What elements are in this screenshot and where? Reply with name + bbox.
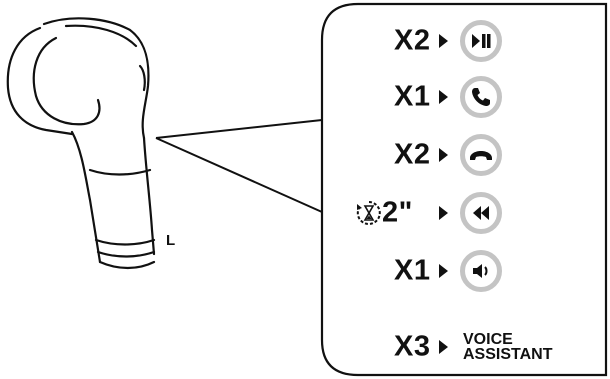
tap-count: X1 xyxy=(394,254,431,287)
arrow-icon xyxy=(439,264,448,278)
arrow-icon xyxy=(439,34,448,48)
control-row-end-call: X2 xyxy=(320,130,605,180)
earbud-side-label: L xyxy=(166,232,176,249)
tap-count: X2 xyxy=(394,138,431,171)
control-row-voice-assistant: X3 VOICE ASSISTANT xyxy=(320,322,605,372)
tap-count: X1 xyxy=(394,80,431,113)
tap-count: X3 xyxy=(394,330,431,363)
arrow-icon xyxy=(439,206,448,220)
rewind-icon xyxy=(460,192,502,234)
play-pause-icon xyxy=(460,20,502,62)
phone-hangup-icon xyxy=(460,134,502,176)
hold-timer-icon xyxy=(356,201,381,225)
voice-assistant-label: VOICE ASSISTANT xyxy=(463,331,553,363)
callout-frame xyxy=(320,2,608,377)
volume-icon xyxy=(460,250,502,292)
control-row-answer-call: X1 xyxy=(320,72,605,122)
control-row-rewind: 2" xyxy=(320,188,605,238)
earbud-illustration xyxy=(6,17,156,270)
arrow-icon xyxy=(439,148,448,162)
arrow-icon xyxy=(439,340,448,354)
phone-answer-icon xyxy=(460,76,502,118)
callout-lines xyxy=(155,119,323,213)
hold-duration: 2" xyxy=(382,196,413,229)
control-row-volume: X1 xyxy=(320,246,605,296)
control-row-play-pause: X2 xyxy=(320,16,605,66)
arrow-icon xyxy=(439,90,448,104)
tap-count: X2 xyxy=(394,24,431,57)
